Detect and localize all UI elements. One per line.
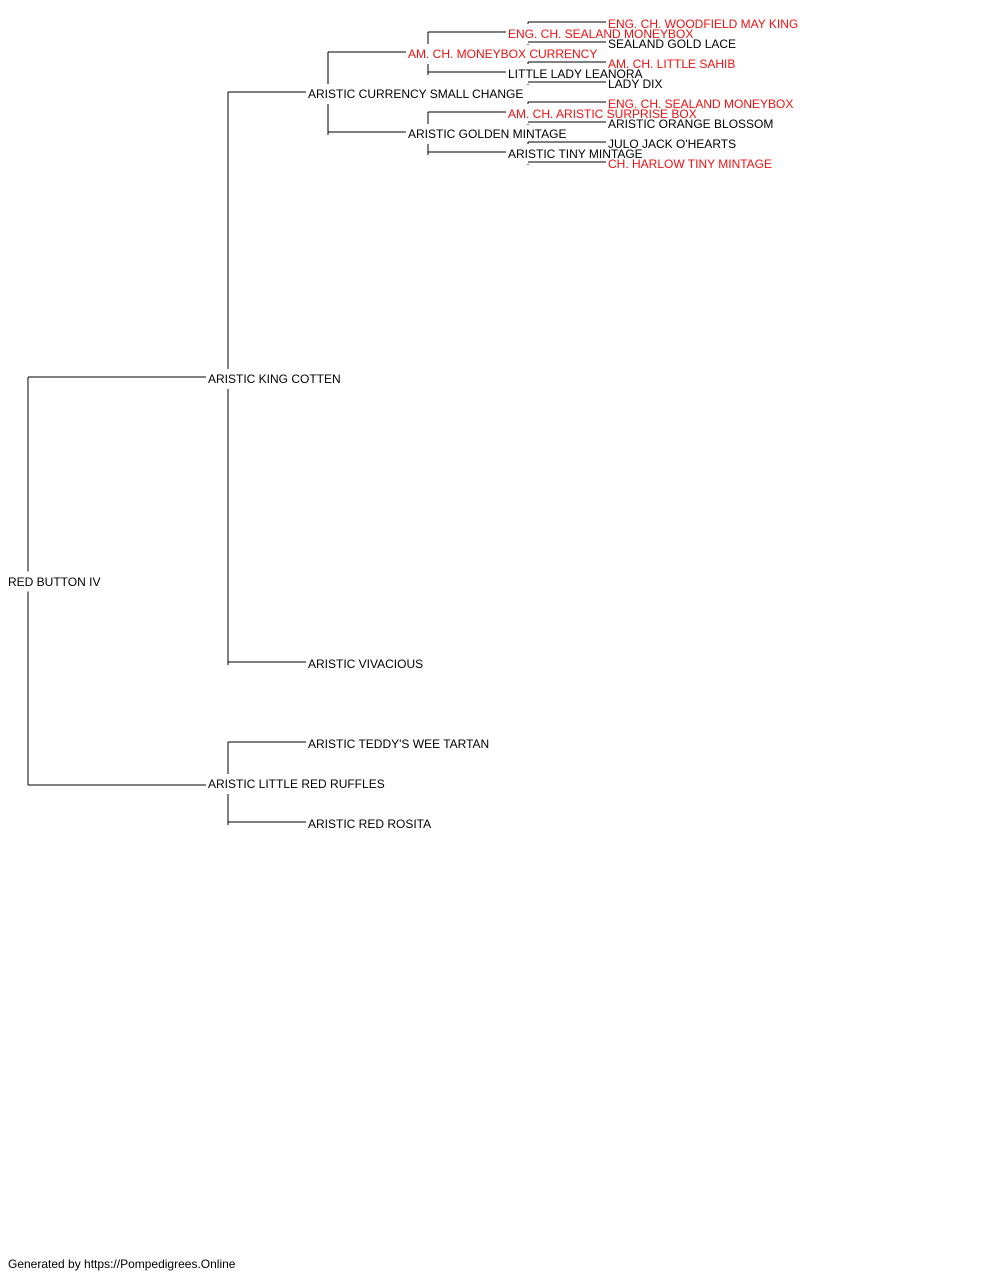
pedigree-entry-red-button-iv: RED BUTTON IV (8, 574, 101, 589)
pedigree-entry-little-lady-leanora: LITTLE LADY LEANORA (508, 67, 643, 81)
pedigree-entry-aristic-red-rosita: ARISTIC RED ROSITA (308, 817, 432, 831)
pedigree-entry-julo-jack-o-hearts: JULO JACK O'HEARTS (608, 137, 737, 151)
pedigree-entry-aristic-tiny-mintage: ARISTIC TINY MINTAGE (508, 147, 643, 161)
pedigree-entry-aristic-currency-small-change: ARISTIC CURRENCY SMALL CHANGE (308, 87, 524, 101)
pedigree-entry-am-ch-moneybox-currency: AM. CH. MONEYBOX CURRENCY (408, 47, 598, 61)
pedigree-entry-lady-dix: LADY DIX (608, 77, 663, 91)
pedigree-entry-aristic-vivacious: ARISTIC VIVACIOUS (308, 657, 424, 671)
pedigree-entry-sealand-gold-lace: SEALAND GOLD LACE (608, 37, 737, 51)
pedigree-entry-eng-ch-sealand-moneybox: ENG. CH. SEALAND MONEYBOX (508, 27, 694, 41)
pedigree-entry-aristic-golden-mintage: ARISTIC GOLDEN MINTAGE (408, 127, 567, 141)
pedigree-entry-am-ch-aristic-surprise-box: AM. CH. ARISTIC SURPRISE BOX (508, 107, 697, 121)
pedigree-entry-aristic-teddy-s-wee-tartan: ARISTIC TEDDY'S WEE TARTAN (308, 737, 490, 751)
pedigree-entry-eng-ch-sealand-moneybox: ENG. CH. SEALAND MONEYBOX (608, 97, 794, 111)
pedigree-entry-eng-ch-woodfield-may-king: ENG. CH. WOODFIELD MAY KING (608, 17, 799, 31)
generated-by-footer: Generated by https://Pompedigrees.Online (8, 1257, 236, 1271)
pedigree-entry-am-ch-little-sahib: AM. CH. LITTLE SAHIB (608, 57, 736, 71)
pedigree-entry-aristic-orange-blossom: ARISTIC ORANGE BLOSSOM (608, 117, 774, 131)
pedigree-entry-ch-harlow-tiny-mintage: CH. HARLOW TINY MINTAGE (608, 157, 773, 171)
pedigree-entry-aristic-king-cotten: ARISTIC KING COTTEN (208, 372, 341, 386)
pedigree-entry-aristic-little-red-ruffles: ARISTIC LITTLE RED RUFFLES (208, 777, 385, 791)
